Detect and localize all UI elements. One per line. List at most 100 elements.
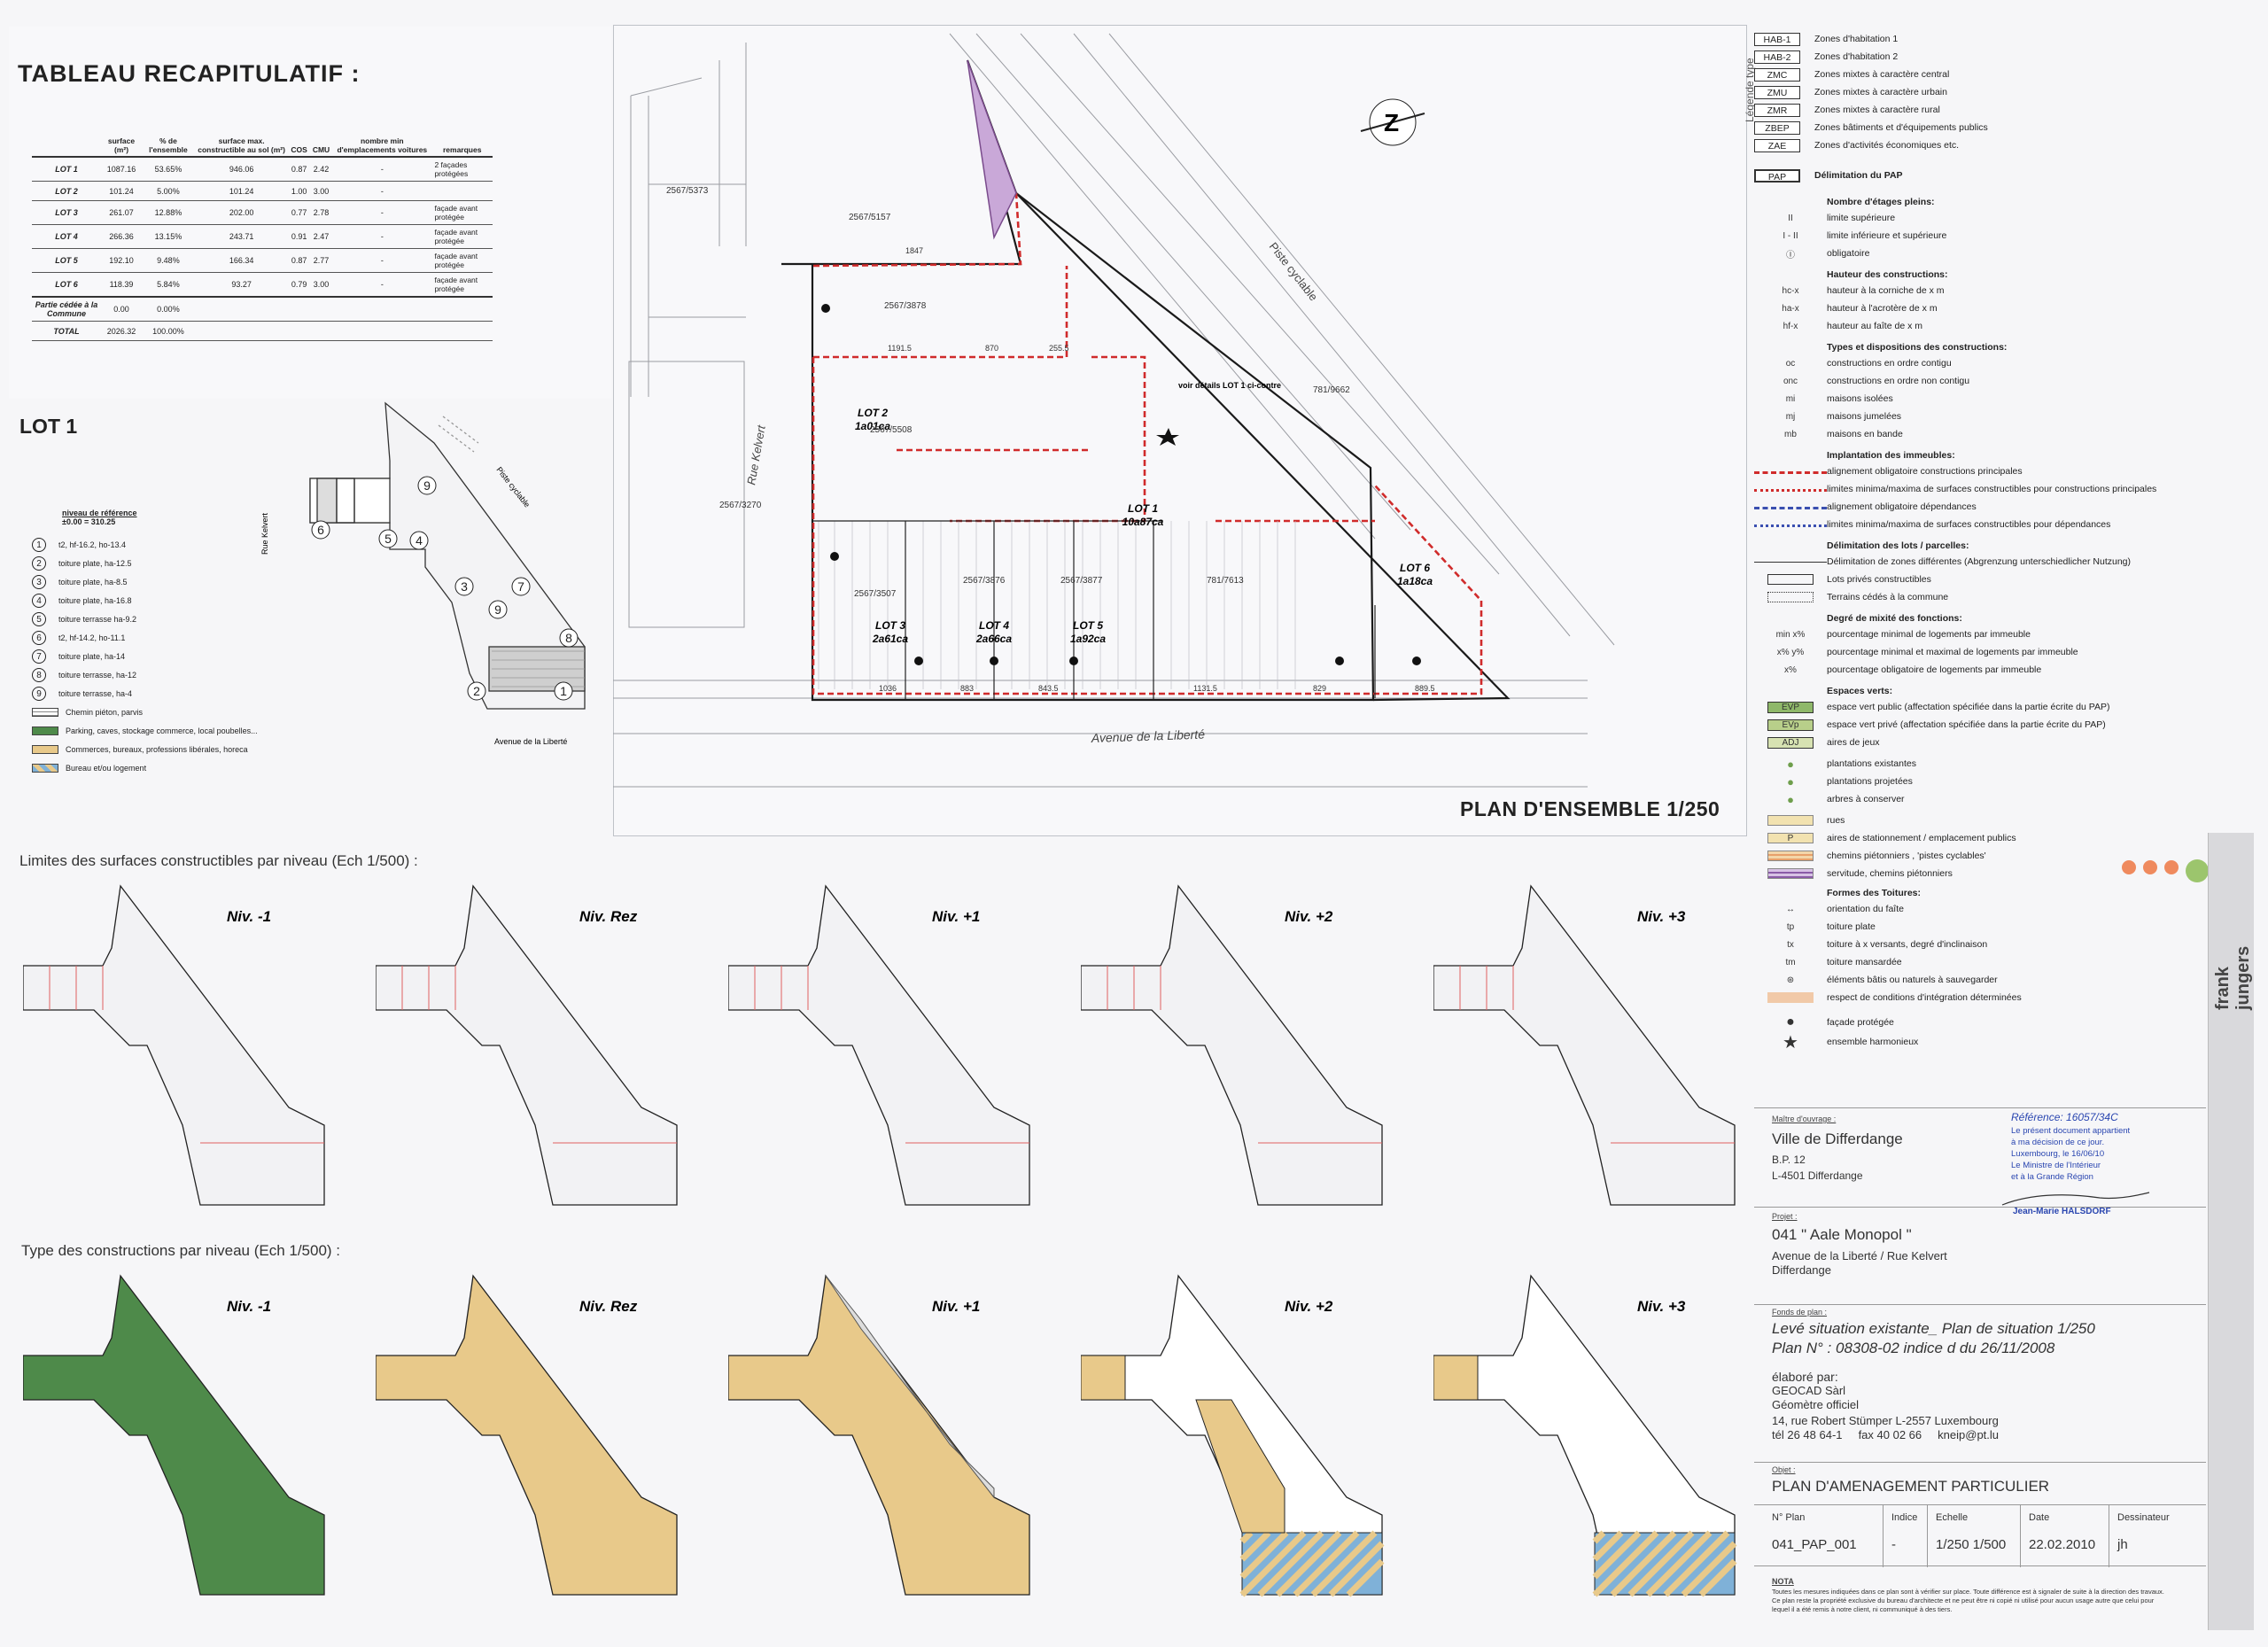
lot1-legend-text: t2, hf-16.2, ho-13.4	[58, 540, 127, 549]
recap-cell-cmu: 2.42	[309, 157, 333, 182]
legend-toit-symbol: tm	[1785, 957, 1796, 967]
projet-addr-2: Differdange	[1772, 1263, 1831, 1277]
recap-cell-cos: 0.87	[288, 248, 310, 273]
recap-cell-surface: 266.36	[101, 224, 142, 249]
plan-info-header: Indice	[1891, 1512, 1918, 1523]
legend-zone-text: Zones mixtes à caractère rural	[1814, 105, 1940, 115]
fonds-line-2: Plan N° : 08308-02 indice d du 26/11/200…	[1772, 1340, 2055, 1356]
legend-etages-symbol: Ⓘ	[1786, 250, 1795, 260]
legend-zone-code: ZBEP	[1754, 120, 1800, 135]
geometre-label: Géomètre officiel	[1772, 1398, 1860, 1411]
levels-types-title: Type des constructions par niveau (Ech 1…	[21, 1242, 341, 1259]
lot1-legend-text: toiture terrasse, ha-12	[58, 670, 137, 680]
legend-verts-symbol: EVp	[1767, 719, 1814, 731]
plan-dimension: 255.5	[1049, 344, 1069, 353]
approval-line-2: à ma décision de ce jour.	[2011, 1138, 2105, 1147]
limits-level-name: Niv. +3	[1637, 908, 1686, 925]
lot1-legend-number: 4	[32, 593, 46, 608]
plan-lot-area: 1a92ca	[1070, 633, 1106, 645]
plan-dimension: 1847	[905, 246, 923, 255]
nota-text: Toutes les mesures indiquées dans ce pla…	[1772, 1588, 2164, 1613]
fonds-label: Fonds de plan :	[1772, 1308, 1828, 1317]
legend-delim-text: Lots privés constructibles	[1827, 574, 1931, 585]
recap-cell-cmu	[309, 321, 333, 341]
lot1-swatch-item: Bureau et/ou logement	[32, 758, 258, 777]
legend-zone-text: Zones d'habitation 2	[1814, 51, 1899, 62]
recap-cell-smax: 202.00	[194, 200, 289, 225]
legend-toit-symbol: ⊛	[1786, 975, 1795, 985]
recap-cell-smax	[194, 321, 289, 341]
recap-cell-rem	[431, 181, 493, 201]
legend-delim-header: Délimitation des lots / parcelles:	[1754, 539, 1969, 553]
geocad-address: 14, rue Robert Stümper L-2557 Luxembourg	[1772, 1414, 1999, 1427]
recap-cell-surface: 261.07	[101, 200, 142, 225]
plan-lot-name: LOT 3	[875, 619, 905, 632]
levels-limits-title: Limites des surfaces constructibles par …	[19, 852, 418, 869]
legend-misc-text: aires de stationnement / emplacement pub…	[1827, 833, 2016, 843]
recap-cell-cos	[288, 321, 310, 341]
plan-lot-area: 2a61ca	[872, 633, 908, 645]
legend-misc-swatch	[1767, 868, 1814, 879]
legend-toit-header: Formes des Toitures:	[1754, 886, 1921, 900]
plan-dimension: 829	[1313, 684, 1326, 693]
legend-delim: Délimitation de zones différentes (Abgre…	[1754, 555, 2131, 569]
recap-cell-pct: 100.00%	[142, 321, 195, 341]
limits-level-drawing: Niv. +3	[1433, 884, 1736, 1206]
legend-zone-text: Zones bâtiments et d'équipements publics	[1814, 122, 1988, 133]
tree-icon: ●	[1787, 774, 1794, 789]
svg-text:4: 4	[416, 533, 423, 548]
lot1-legend-text: toiture terrasse, ha-4	[58, 688, 133, 698]
types-level-drawing: Niv. +3	[1433, 1274, 1737, 1597]
legend-types-text: maisons jumelées	[1827, 411, 1902, 422]
legend-hauteur-header-text: Hauteur des constructions:	[1827, 269, 1948, 280]
legend-types-symbol: mb	[1784, 429, 1797, 439]
recap-cell-cos: 0.87	[288, 157, 310, 182]
svg-text:6: 6	[317, 523, 324, 537]
svg-text:5: 5	[384, 532, 392, 546]
lot1-swatch	[32, 763, 58, 773]
legend-pap-text: Délimitation du PAP	[1814, 170, 1903, 181]
plan-lot-area: 1a18ca	[1397, 575, 1433, 587]
types-level-drawing: Niv. -1	[23, 1274, 325, 1596]
recap-cell-cmu: 2.77	[309, 248, 333, 273]
lot1-swatch-item: Parking, caves, stockage commerce, local…	[32, 721, 258, 740]
recap-cell-smax	[194, 297, 289, 322]
star-icon: ★	[1783, 1032, 1798, 1053]
recap-cell-cmu: 3.00	[309, 272, 333, 298]
recap-cell-lot: LOT 4	[32, 224, 101, 249]
lot1-swatch-text: Parking, caves, stockage commerce, local…	[66, 726, 258, 735]
lot1-swatch-text: Chemin piéton, parvis	[66, 707, 144, 717]
recap-cell-cmu: 3.00	[309, 181, 333, 201]
plan-dimension: 889.5	[1415, 684, 1435, 693]
legend-toit: tp toiture plate	[1754, 920, 1876, 934]
legend-types-symbol: onc	[1783, 376, 1798, 386]
legend-toit-symbol: tp	[1786, 921, 1795, 932]
legend-mixite-symbol: min x%	[1775, 629, 1806, 640]
lot1-cycle-label: Piste cyclable	[494, 465, 532, 509]
legend-toit-text: toiture mansardée	[1827, 957, 1902, 967]
col-rem: remarques	[431, 135, 493, 158]
legend-etages-symbol: I - II	[1783, 230, 1798, 241]
projet-addr-1: Avenue de la Liberté / Rue Kelvert	[1772, 1249, 1947, 1262]
recap-cell-lot: LOT 3	[32, 200, 101, 225]
legend-etages-text: limite inférieure et supérieure	[1827, 230, 1947, 241]
plan-parcel-number: 781/9662	[1313, 385, 1350, 395]
legend-toit-text: toiture plate	[1827, 921, 1876, 932]
lot1-swatch	[32, 744, 58, 754]
objet-label: Objet :	[1772, 1465, 1796, 1474]
legend-mixite-text: pourcentage minimal de logements par imm…	[1827, 629, 2031, 640]
plan-info-header: Date	[2029, 1512, 2050, 1523]
legend-verts-text: espace vert privé (affectation spécifiée…	[1827, 719, 2106, 730]
lot1-legend-text: toiture terrasse ha-9.2	[58, 614, 137, 624]
recap-cell-rem: façade avant protégée	[431, 272, 493, 298]
